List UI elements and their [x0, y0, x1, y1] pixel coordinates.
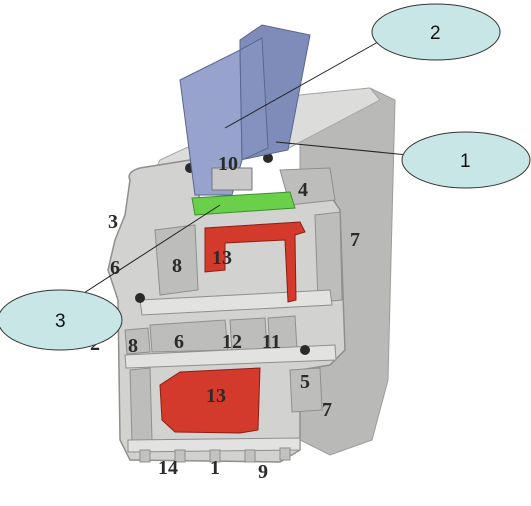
glass-spacer	[211, 167, 253, 191]
label-3-left: 3	[108, 211, 118, 233]
callout-ellipse	[371, 3, 501, 61]
divider-bottom	[127, 437, 301, 453]
chamber-5	[289, 367, 323, 413]
callout-leaders	[69, 41, 409, 303]
tooth	[279, 447, 291, 461]
chamber-8-upper	[154, 224, 199, 296]
leader-3	[69, 204, 221, 303]
tooth	[244, 449, 256, 463]
label-7-upper: 7	[350, 229, 360, 251]
seal-right-mid	[300, 345, 310, 355]
callout-ellipse	[401, 131, 531, 189]
callout-label-2: 2	[430, 23, 441, 44]
tooth	[209, 449, 221, 463]
label-10: 10	[218, 153, 238, 175]
label-13-lower: 13	[206, 385, 226, 407]
reinforcement-upper	[204, 221, 306, 303]
glass-pane-front-right	[239, 37, 269, 161]
divider-mid	[139, 289, 333, 316]
callout-label-3: 3	[55, 311, 66, 332]
glazing-support-strip	[191, 191, 296, 216]
leader-1	[275, 141, 409, 156]
callout-label-1: 1	[460, 151, 471, 172]
chamber-lower-left	[129, 367, 153, 443]
tooth	[174, 449, 186, 463]
chamber-6	[149, 319, 229, 353]
chamber-7-upper	[314, 211, 343, 303]
label-7-lower: 7	[322, 399, 332, 421]
label-13-upper: 13	[212, 247, 232, 269]
label-5: 5	[300, 371, 310, 393]
label-8-upper: 8	[172, 255, 182, 277]
label-6-mid: 6	[174, 331, 184, 353]
callout-glass: 2	[371, 3, 501, 61]
label-14: 14	[158, 457, 178, 479]
label-8-lower: 8	[128, 335, 138, 357]
leader-2	[224, 41, 379, 129]
profile-dividers	[124, 289, 337, 453]
seal-left-mid	[135, 293, 145, 303]
tooth	[139, 449, 151, 463]
callout-seal: 1	[401, 131, 531, 189]
reinforcement-lower	[159, 367, 261, 434]
callout-bead: 3	[0, 289, 123, 351]
divider-lower	[124, 344, 337, 369]
callout-ellipse	[0, 289, 123, 351]
label-12: 12	[222, 331, 242, 353]
label-6-left: 6	[110, 257, 120, 279]
label-4: 4	[298, 179, 308, 201]
label-11: 11	[262, 331, 281, 353]
seal-top-right	[263, 153, 273, 163]
bottom-drain-teeth	[139, 447, 291, 463]
chamber-8-lower	[124, 327, 151, 355]
label-1-bottom: 1	[210, 457, 220, 479]
label-9: 9	[258, 461, 268, 483]
